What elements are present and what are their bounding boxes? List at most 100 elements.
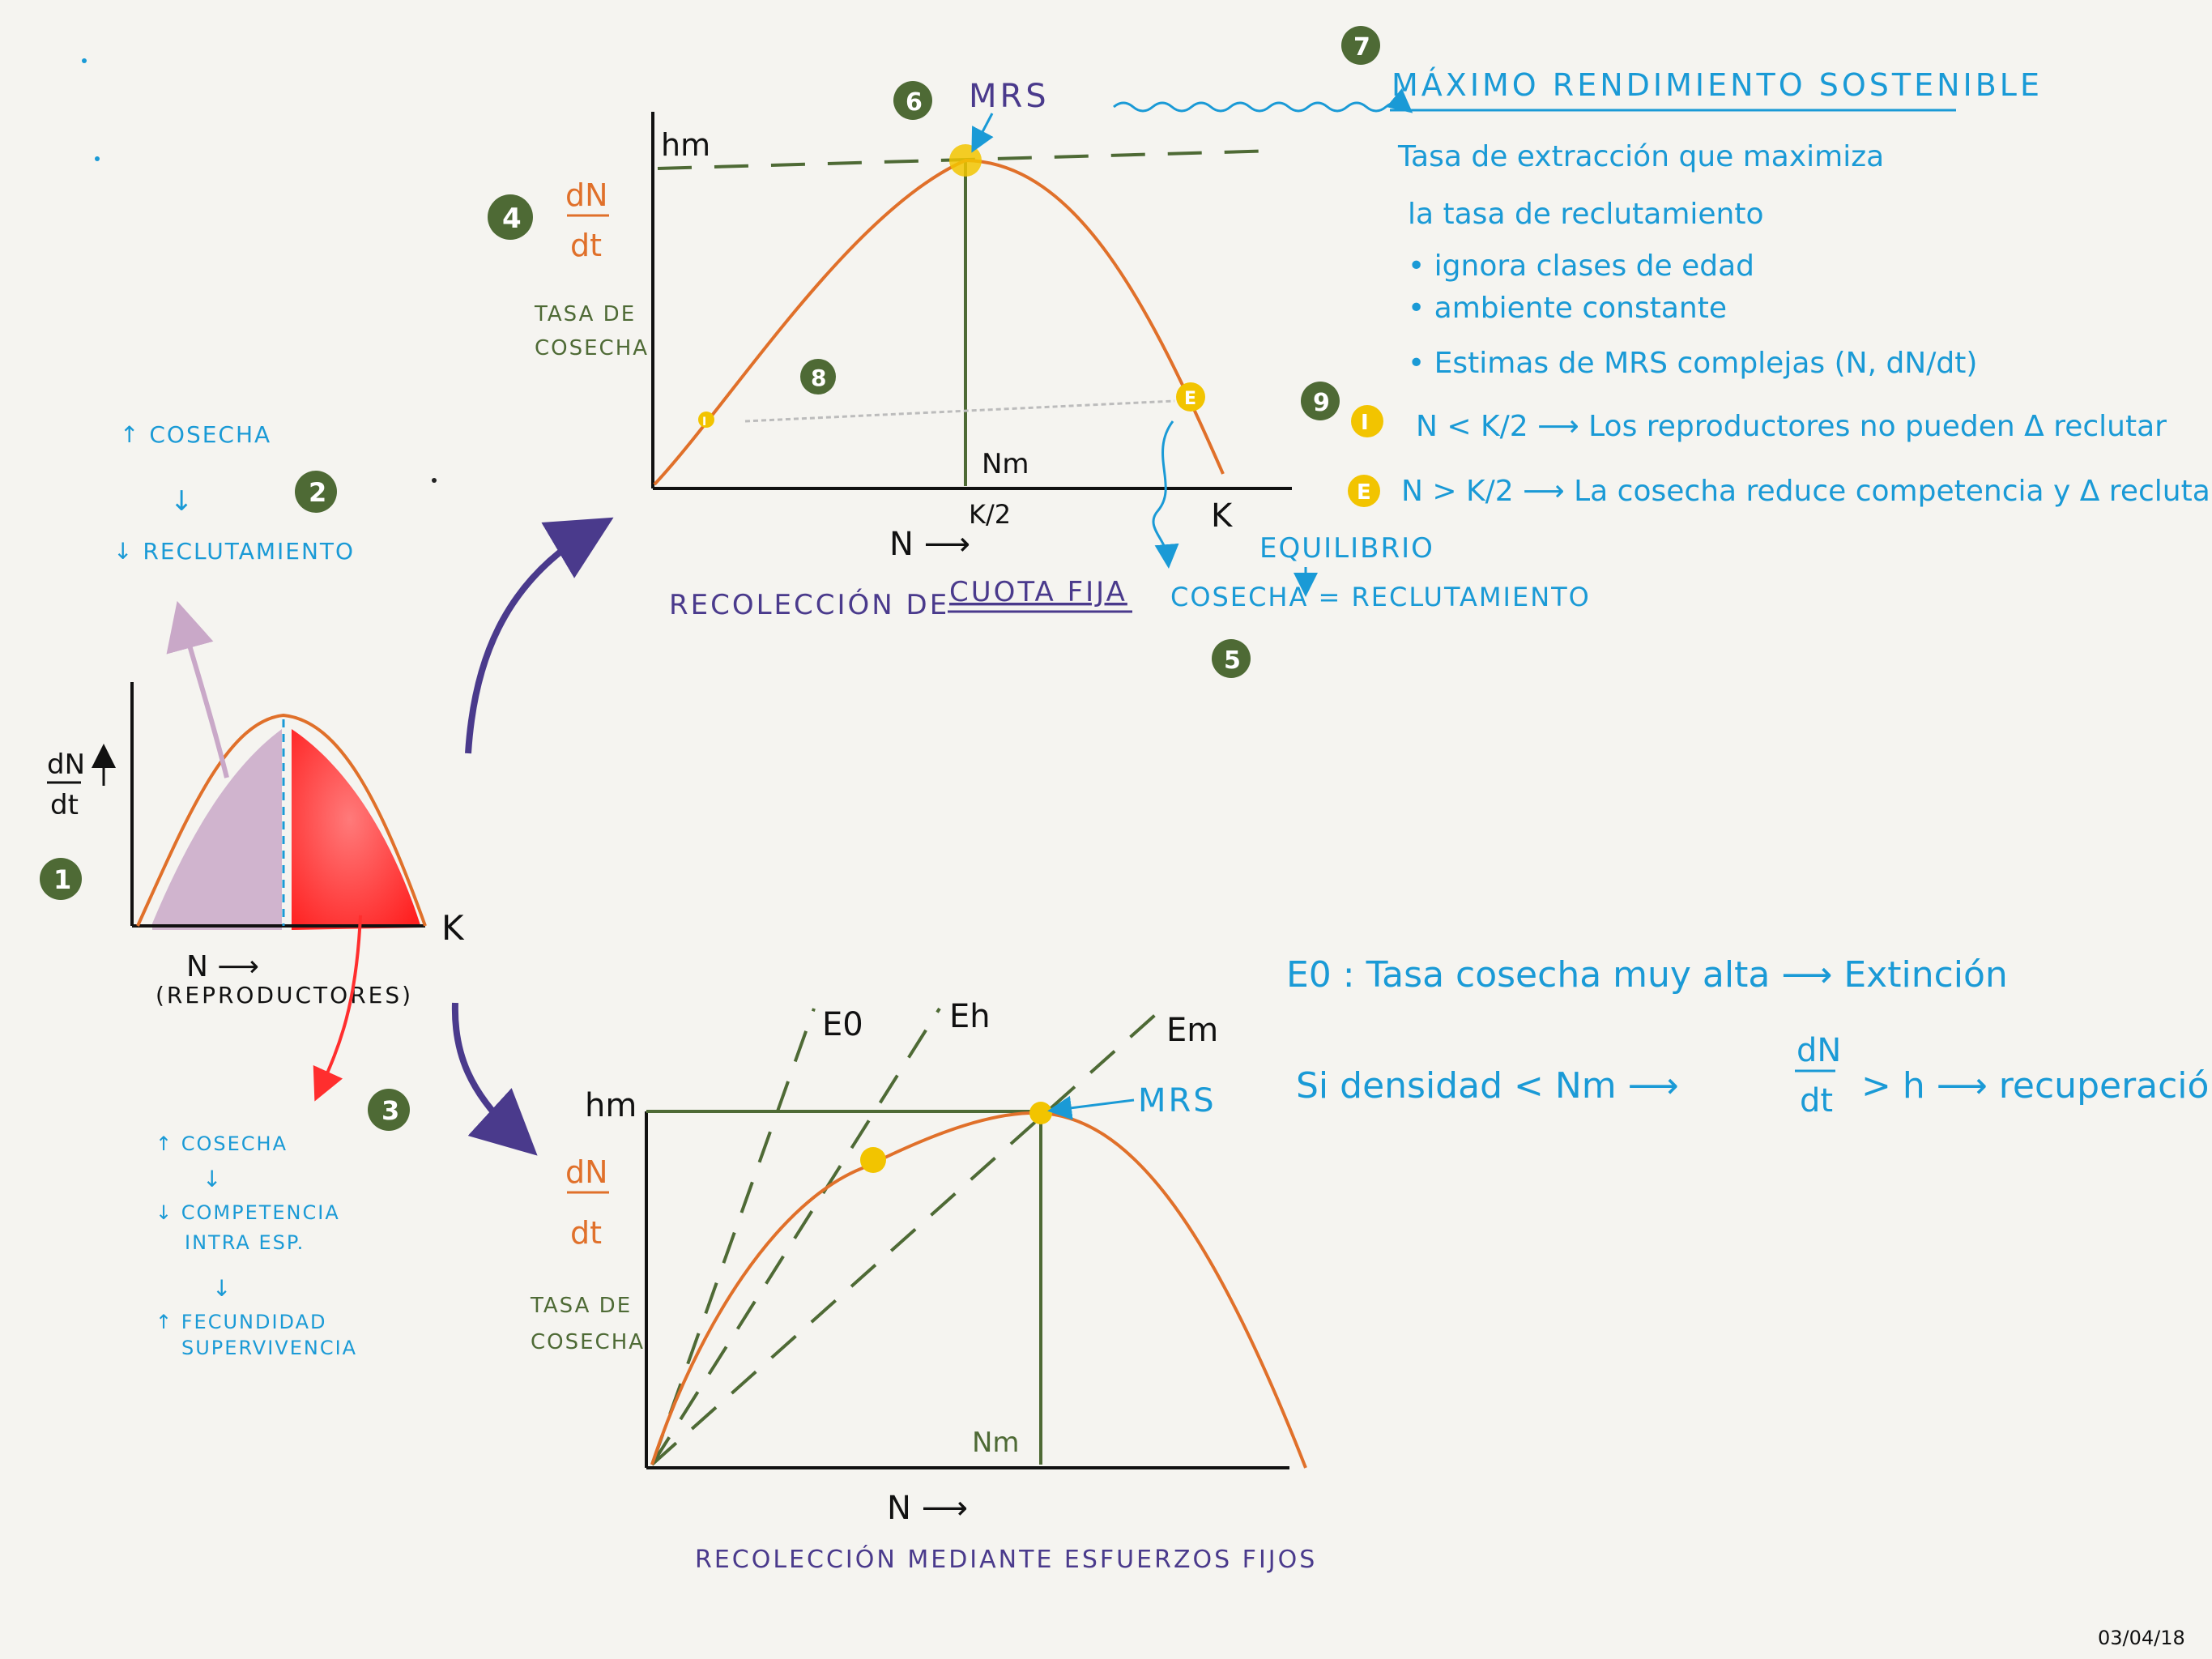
marker-i <box>1351 405 1383 437</box>
mrs-pointer <box>971 113 994 153</box>
mrs-notes: MÁXIMO RENDIMIENTO SOSTENIBLE Tasa de ex… <box>1348 67 2212 508</box>
effort-note-2-den: dt <box>1800 1082 1833 1120</box>
mrs-line-1: Tasa de extracción que maximiza <box>1397 140 1884 173</box>
badge-9: 9 <box>1301 382 1340 420</box>
hm-label: hm <box>585 1087 637 1124</box>
svg-text:5: 5 <box>1224 646 1241 675</box>
marker-e-label: E <box>1357 480 1371 505</box>
xlabel: N ⟶ <box>186 950 259 983</box>
nm-label: Nm <box>972 1427 1020 1459</box>
growth-curve <box>136 713 427 927</box>
red-arrow <box>313 915 362 1102</box>
badge-7: 7 <box>1341 26 1380 65</box>
note-bottom-line5: ↓ <box>212 1275 231 1302</box>
k2-label: K/2 <box>969 499 1011 530</box>
svg-text:4: 4 <box>502 203 522 235</box>
badge-2: 2 <box>295 471 337 513</box>
ylabel-num: dN <box>47 748 85 781</box>
note-recruitment: ↑ COSECHA ↓ ↓ RECLUTAMIENTO <box>113 421 355 565</box>
note-top-line3: ↓ RECLUTAMIENTO <box>113 538 355 565</box>
badge-8: 8 <box>800 359 836 394</box>
mrs-line-2: la tasa de reclutamiento <box>1408 198 1764 231</box>
quota-line <box>744 399 1175 423</box>
point-i-text: N < K/2 ⟶ Los reproductores no pueden Δ … <box>1416 410 2167 443</box>
svg-text:1: 1 <box>53 864 71 895</box>
lilac-arrow <box>166 600 229 778</box>
equilibrio-eq: COSECHA = RECLUTAMIENTO <box>1170 582 1591 612</box>
point-e <box>1176 382 1205 412</box>
arrow-to-bottom-chart <box>451 1002 538 1156</box>
mrs-label: MRS <box>1138 1082 1217 1120</box>
note-bottom-line6: ↑ FECUNDIDAD <box>156 1311 327 1333</box>
svg-text:8: 8 <box>811 365 826 391</box>
stray-dot <box>95 156 100 161</box>
line-label-e0: E0 <box>822 1006 863 1043</box>
note-bottom-line4: INTRA ESP. <box>185 1231 305 1254</box>
ylabel-den: dt <box>570 1215 602 1251</box>
note-bottom-line7: SUPERVIVENCIA <box>181 1337 357 1359</box>
note-top-line1: ↑ COSECHA <box>120 421 271 448</box>
point-i-label: I <box>702 416 706 429</box>
mrs-pointer <box>1047 1095 1135 1120</box>
effort-note-2-suffix: > h ⟶ recuperación <box>1861 1065 2212 1107</box>
effort-note-1: E0 : Tasa cosecha muy alta ⟶ Extinción <box>1286 954 2008 996</box>
chart-title-emph: CUOTA FIJA <box>949 576 1127 608</box>
point-e-label: E <box>1184 389 1196 409</box>
mrs-line-4: • ambiente constante <box>1408 292 1727 325</box>
stray-dot <box>432 478 437 483</box>
badge-1: 1 <box>40 858 82 900</box>
ylabel-num: dN <box>565 177 608 213</box>
line-label-eh: Eh <box>949 998 991 1035</box>
note-bottom-line3: ↓ COMPETENCIA <box>156 1201 340 1224</box>
bottom-chart: hm MRS E0 Eh Em Nm N ⟶ dN dt TASA DE COS… <box>530 998 1317 1574</box>
xlabel: N ⟶ <box>889 526 970 563</box>
ylabel-text-1: TASA DE <box>534 302 636 326</box>
hm-label: hm <box>661 127 710 163</box>
svg-text:3: 3 <box>381 1095 399 1126</box>
arrow-to-top-chart <box>465 517 614 754</box>
line-label-em: Em <box>1166 1012 1218 1049</box>
effort-line-em <box>650 1007 1164 1466</box>
effort-note-2-num: dN <box>1796 1032 1841 1069</box>
marker-e <box>1348 475 1380 507</box>
svg-text:7: 7 <box>1353 33 1370 62</box>
badge-4: 4 <box>488 194 533 240</box>
note-top-line2: ↓ <box>170 485 194 518</box>
note-bottom-line2: ↓ <box>202 1166 221 1192</box>
chart-title: RECOLECCIÓN MEDIANTE ESFUERZOS FIJOS <box>695 1544 1317 1574</box>
k-label: K <box>1211 497 1234 535</box>
badges: 1 2 3 4 5 6 7 8 9 <box>40 26 1380 1131</box>
chart-title-prefix: RECOLECCIÓN DE <box>669 588 949 621</box>
point-e-text: N > K/2 ⟶ La cosecha reduce competencia … <box>1401 475 2212 508</box>
effort-note-2-prefix: Si densidad < Nm ⟶ <box>1296 1065 1679 1107</box>
left-panel: dN dt K N ⟶ (REPRODUCTORES) <box>47 600 465 1102</box>
note-bottom-line1: ↑ COSECHA <box>156 1132 288 1155</box>
ylabel-den: dt <box>570 228 602 263</box>
effort-eh-point <box>860 1147 886 1173</box>
mrs-heading: MÁXIMO RENDIMIENTO SOSTENIBLE <box>1392 67 2043 103</box>
marker-i-label: I <box>1361 411 1369 435</box>
growth-curve <box>653 158 1225 486</box>
stray-dot <box>82 58 87 63</box>
mrs-line-3: • ignora clases de edad <box>1408 249 1754 283</box>
date-label: 03/04/18 <box>2098 1627 2185 1649</box>
mrs-point <box>949 144 982 177</box>
top-chart: I E hm MRS Nm K/2 K N ⟶ dN dt TASA DE CO… <box>534 78 1591 621</box>
mrs-line-5: • Estimas de MRS complejas (N, dN/dt) <box>1408 347 1977 380</box>
ylabel-text-1: TASA DE <box>530 1294 632 1318</box>
badge-3: 3 <box>368 1089 410 1131</box>
effort-line-e0 <box>650 1008 816 1465</box>
svg-text:2: 2 <box>309 477 326 508</box>
effort-notes: E0 : Tasa cosecha muy alta ⟶ Extinción S… <box>1286 954 2212 1120</box>
ylabel-text-2: COSECHA <box>535 336 649 360</box>
k-label: K <box>441 908 465 948</box>
harvest-shaded-area <box>292 729 421 930</box>
mrs-label: MRS <box>969 78 1050 115</box>
nm-label: Nm <box>982 448 1029 480</box>
xlabel: N ⟶ <box>887 1490 968 1527</box>
wavy-arrow <box>1113 87 1413 113</box>
badge-6: 6 <box>893 81 932 120</box>
equilibrium-arrow <box>1152 420 1179 569</box>
effort-line-eh <box>650 1007 941 1466</box>
